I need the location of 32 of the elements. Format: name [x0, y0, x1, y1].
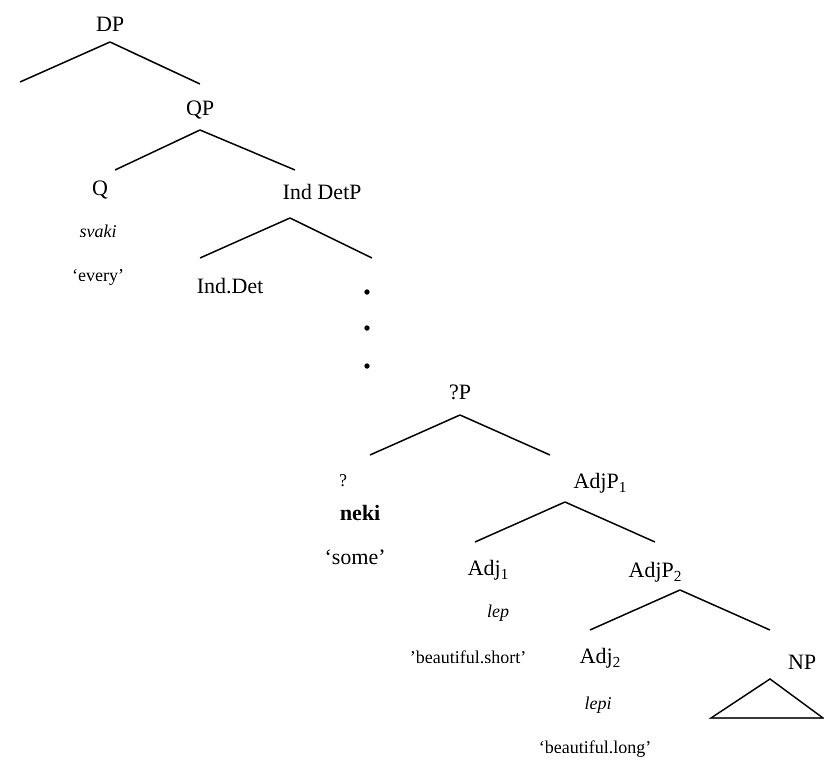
category-label: Ind.Det: [196, 274, 264, 298]
gloss: ‘beautiful.long’: [538, 738, 652, 758]
category-label: DP: [96, 12, 124, 36]
branch-line: [590, 589, 680, 631]
category-label: ?: [339, 471, 347, 491]
category-label: AdjP$_{2}$: [628, 558, 682, 582]
branch-line: [474, 501, 566, 543]
category-label: Ind DetP: [282, 180, 362, 204]
word-form: neki: [340, 501, 380, 526]
gloss: ‘some’: [324, 545, 386, 570]
category-label: NP: [788, 650, 816, 674]
word-form: lepi: [584, 694, 612, 714]
branch-line: [110, 41, 200, 85]
word-form: svaki: [80, 222, 116, 242]
branch-line: [290, 217, 372, 259]
category-label: Adj$_{2}$: [580, 644, 620, 668]
category-label: AdjP$_{1}$: [574, 469, 626, 494]
word-form: lep: [487, 602, 509, 622]
branch-line: [20, 41, 110, 83]
branch-line: [564, 501, 656, 543]
category-label: Adj$_{1}$: [468, 556, 508, 580]
category-label: Q: [92, 176, 108, 200]
branch-line: [370, 414, 460, 456]
branch-line: [460, 414, 550, 456]
gloss: ‘every’: [72, 266, 124, 286]
category-label: QP: [186, 96, 214, 120]
branch-line: [680, 589, 770, 631]
category-label: ?P: [449, 380, 471, 404]
branch-line: [200, 217, 290, 259]
branch-line: [200, 129, 296, 171]
gloss: ’beautiful.short’: [410, 648, 526, 668]
branch-line: [114, 129, 200, 171]
